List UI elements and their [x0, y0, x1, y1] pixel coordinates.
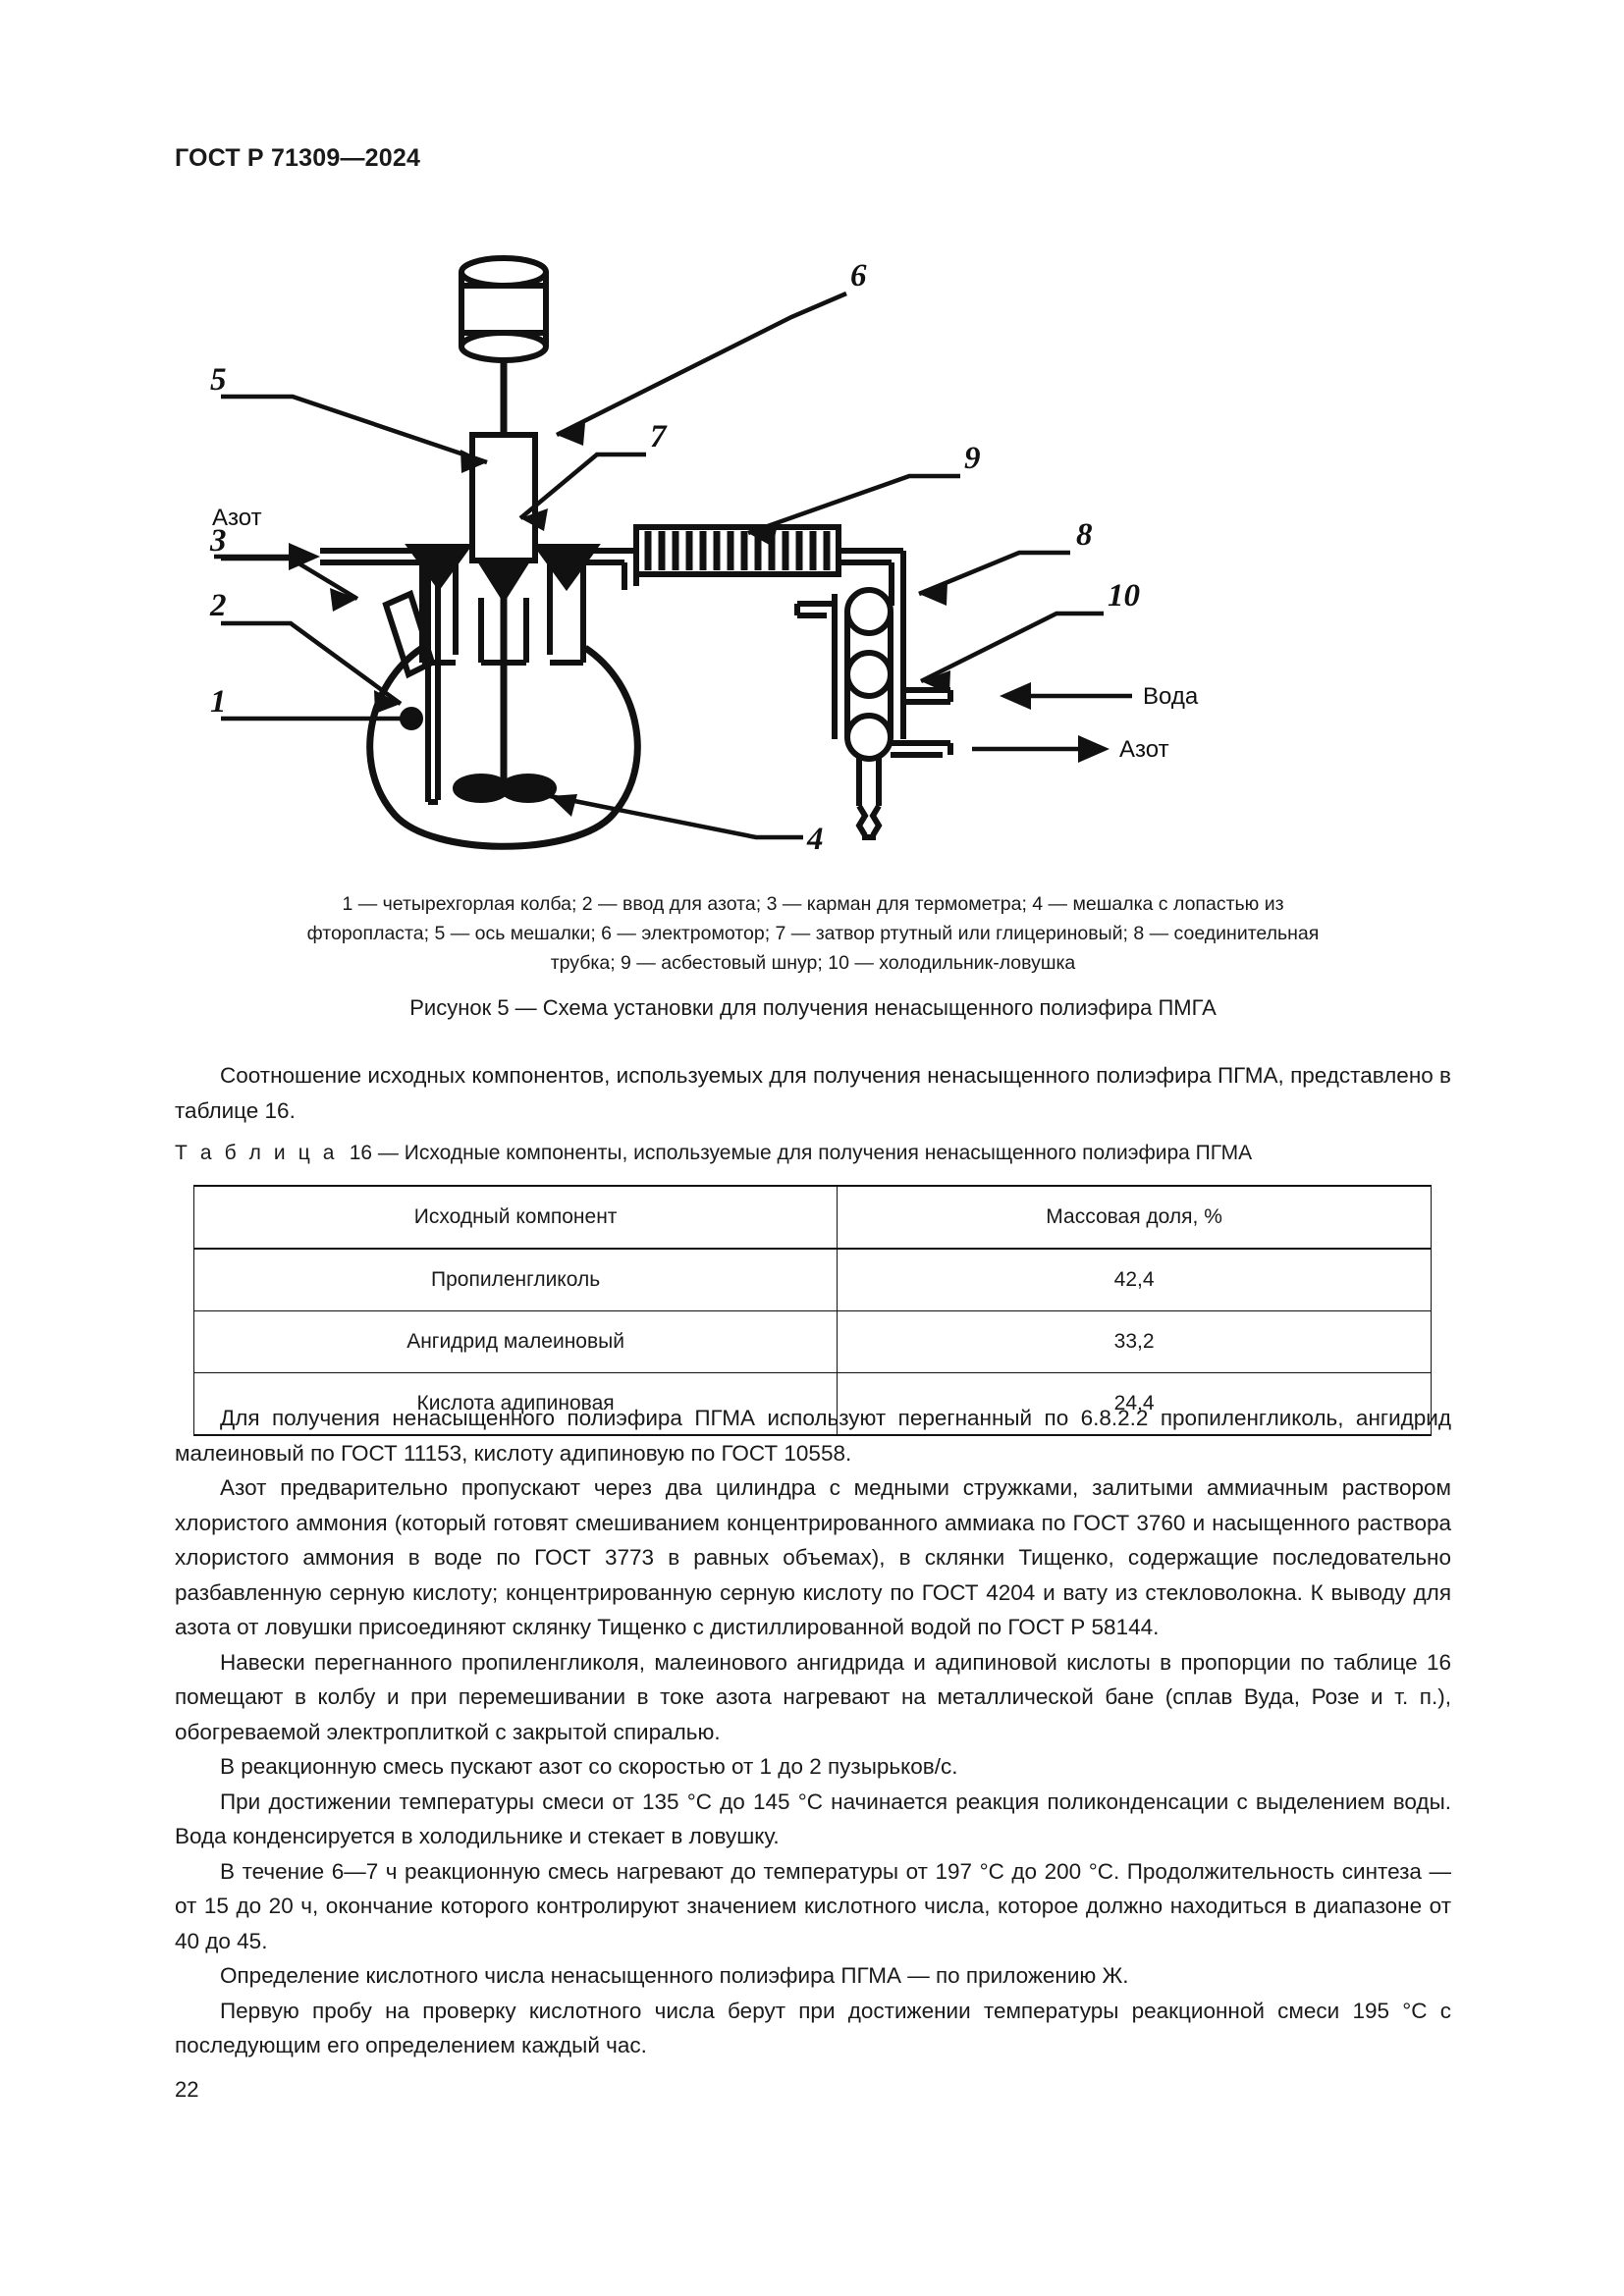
paragraph-4: В реакционную смесь пускают азот со скор… — [220, 1754, 958, 1779]
nitrogen-inlet-tube — [320, 548, 443, 805]
table-row: Пропиленгликоль 42,4 — [192, 1248, 1432, 1311]
callout-2: 2 — [209, 588, 227, 623]
paragraph-intro: Соотношение исходных компонентов, исполь… — [175, 1063, 1451, 1123]
callout-6: 6 — [850, 258, 867, 294]
table-caption-rest: 16 — Исходные компоненты, используемые д… — [349, 1142, 1253, 1164]
table-caption-prefix: Т а б л и ц а — [175, 1142, 339, 1164]
flow-arrows — [214, 554, 1132, 752]
table-cell-value: 24,4 — [837, 1372, 1432, 1436]
paragraph-5: При достижении температуры смеси от 135 … — [175, 1789, 1451, 1849]
stirrer-paddle — [453, 774, 557, 803]
main-body-text: Для получения ненасыщенного полиэфира ПГ… — [175, 1401, 1451, 2063]
label-nitrogen-inlet: Азот — [212, 505, 262, 531]
mercury-seal-shape — [469, 432, 538, 604]
callout-3: 3 — [209, 523, 227, 559]
figure-title: Рисунок 5 — Схема установки для получени… — [409, 995, 1217, 1020]
paragraph-2: Азот предварительно пропускают через два… — [175, 1475, 1451, 1639]
paragraph-1: Для получения ненасыщенного полиэфира ПГ… — [175, 1406, 1451, 1466]
table-cell-component: Ангидрид малеиновый — [192, 1310, 839, 1373]
label-nitrogen-outlet: Азот — [1119, 736, 1169, 763]
intro-paragraph-block: Соотношение исходных компонентов, исполь… — [175, 1058, 1451, 1128]
apparatus-schematic-svg: 6 5 7 9 8 10 3 2 1 4 Азот Вода Азот — [209, 255, 1199, 857]
figure-5-apparatus-diagram: 6 5 7 9 8 10 3 2 1 4 Азот Вода Азот — [175, 201, 1451, 879]
callout-5: 5 — [210, 362, 227, 398]
paragraph-8: Первую пробу на проверку кислотного числ… — [175, 1998, 1451, 2058]
table-row: Ангидрид малеиновый 33,2 — [192, 1310, 1432, 1373]
table-caption: Т а б л и ц а 16 — Исходные компоненты, … — [175, 1142, 1252, 1165]
table-cell-value: 33,2 — [837, 1310, 1432, 1373]
table-cell-value: 42,4 — [837, 1248, 1432, 1311]
running-head: ГОСТ Р 71309—2024 — [175, 144, 421, 172]
callout-1: 1 — [210, 684, 227, 720]
label-water-inlet: Вода — [1143, 683, 1199, 710]
table-header-row: Исходный компонент Массовая доля, % — [192, 1185, 1432, 1250]
table-row: Кислота адипиновая 24,4 — [192, 1372, 1432, 1436]
table-cell-component: Кислота адипиновая — [192, 1372, 839, 1436]
figure-key-line-2: фторопласта; 5 — ось мешалки; 6 — электр… — [306, 923, 1320, 944]
table-cell-component: Пропиленгликоль — [192, 1248, 839, 1311]
figure-key-line-3: трубка; 9 — асбестовый шнур; 10 — холоди… — [550, 952, 1076, 974]
callout-4: 4 — [806, 822, 824, 857]
paragraph-7: Определение кислотного числа ненасыщенно… — [220, 1963, 1129, 1988]
page-number: 22 — [175, 2077, 199, 2102]
table-header-cell-mass-fraction: Массовая доля, % — [837, 1185, 1432, 1250]
callout-10: 10 — [1108, 578, 1140, 614]
flask-body — [366, 645, 641, 850]
paragraph-3: Навески перегнанного пропиленгликоля, ма… — [175, 1649, 1451, 1744]
table-header-cell-component: Исходный компонент — [192, 1185, 839, 1250]
table-16-initial-components: Исходный компонент Массовая доля, % Проп… — [192, 1185, 1432, 1436]
figure-key: 1 — четырехгорлая колба; 2 — ввод для аз… — [244, 889, 1382, 978]
callout-9: 9 — [964, 441, 981, 476]
callout-8: 8 — [1076, 517, 1093, 553]
figure-key-line-1: 1 — четырехгорлая колба; 2 — ввод для аз… — [342, 893, 1284, 915]
thermometer-pocket — [382, 589, 436, 679]
tube-to-condenser — [839, 548, 906, 606]
paragraph-6: В течение 6—7 ч реакционную смесь нагрев… — [175, 1858, 1451, 1953]
callout-arrowheads — [330, 423, 950, 817]
asbestos-cord — [633, 524, 841, 577]
callout-7: 7 — [650, 419, 668, 454]
electromotor-shape — [459, 255, 549, 363]
condenser-trap — [794, 587, 953, 840]
